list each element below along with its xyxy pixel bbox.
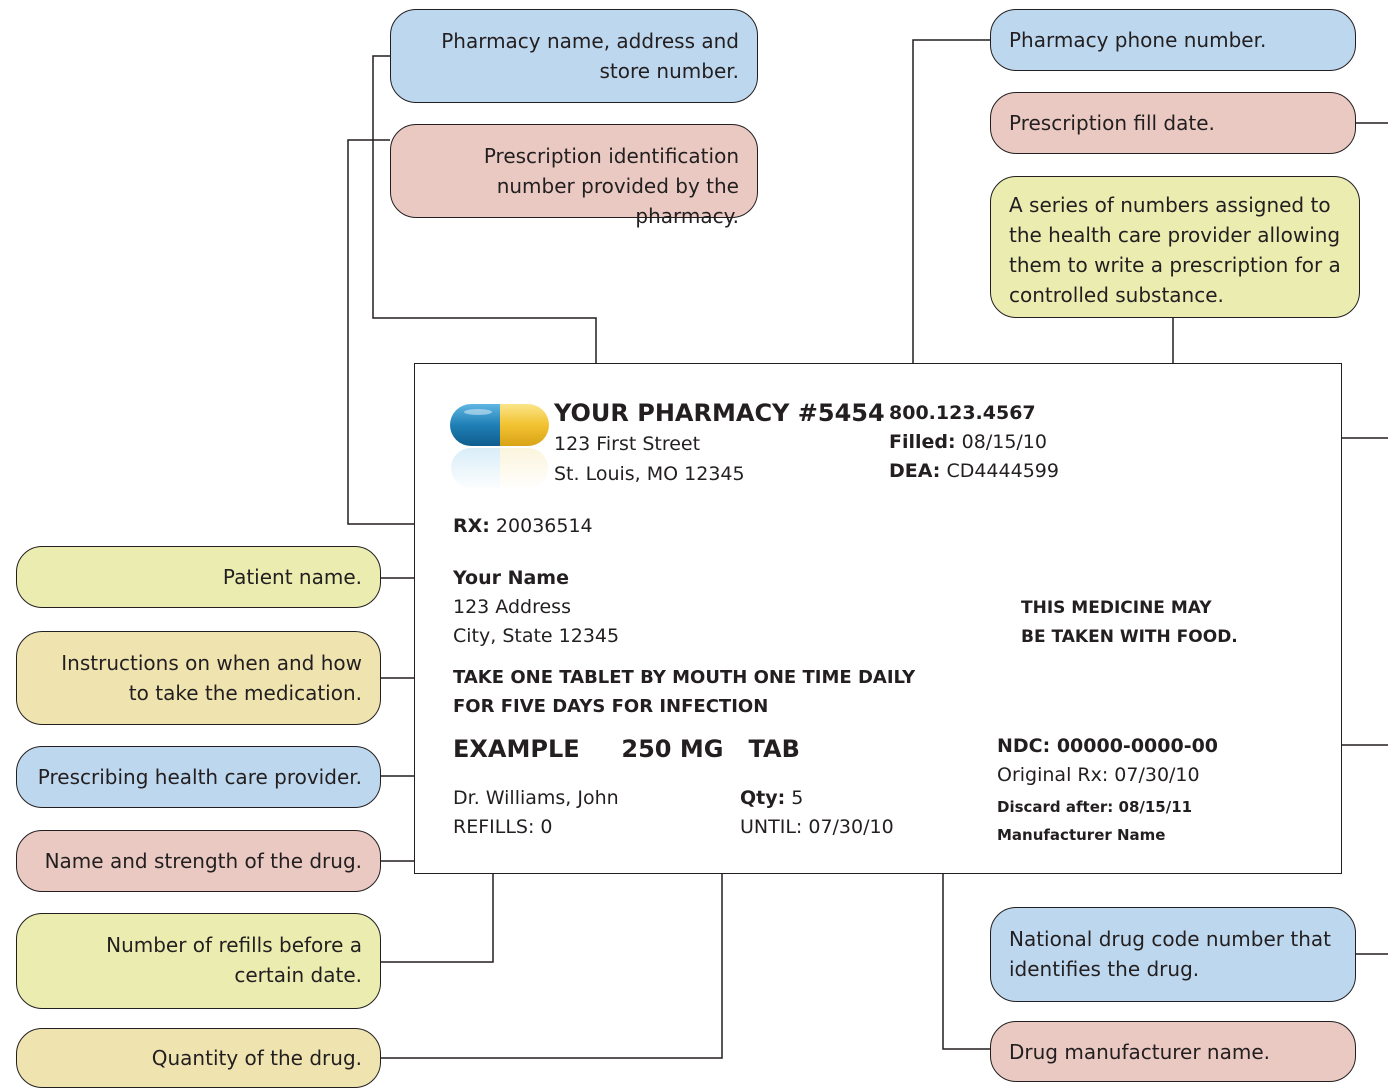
manufacturer-name: Manufacturer Name — [997, 826, 1166, 844]
pharmacy-address-line2: St. Louis, MO 12345 — [554, 463, 745, 485]
callout-pharmacy-name: Pharmacy name, address and store number. — [390, 9, 758, 103]
prescriber-name: Dr. Williams, John — [453, 787, 619, 809]
callout-drug-name: Name and strength of the drug. — [16, 830, 381, 892]
callout-quantity: Quantity of the drug. — [16, 1028, 381, 1088]
food-warning-line2: BE TAKEN WITH FOOD. — [1021, 627, 1238, 647]
filled-date: Filled: 08/15/10 — [889, 431, 1047, 453]
callout-fill-date: Prescription fill date. — [990, 92, 1356, 154]
rx-number: RX: 20036514 — [453, 515, 593, 537]
dea-number: DEA: CD4444599 — [889, 460, 1059, 482]
discard-date: Discard after: 08/15/11 — [997, 798, 1193, 816]
connector-phone — [912, 39, 990, 396]
until-date: UNTIL: 07/30/10 — [740, 816, 894, 838]
callout-ndc: National drug code number that identifie… — [990, 907, 1356, 1002]
instructions-line1: TAKE ONE TABLET BY MOUTH ONE TIME DAILY — [453, 667, 916, 688]
drug-name-strength: EXAMPLE 250 MG TAB — [453, 735, 800, 763]
original-rx-date: Original Rx: 07/30/10 — [997, 764, 1200, 786]
prescription-label — [414, 363, 1342, 874]
callout-refills: Number of refills before a certain date. — [16, 913, 381, 1009]
ndc-number: NDC: 00000-0000-00 — [997, 735, 1219, 757]
callout-patient-name: Patient name. — [16, 546, 381, 608]
connector-refills — [381, 838, 494, 963]
callout-dea: A series of numbers assigned to the heal… — [990, 176, 1360, 318]
pharmacy-address-line1: 123 First Street — [554, 433, 701, 455]
connector-rx-id — [347, 139, 450, 525]
callout-phone: Pharmacy phone number. — [990, 9, 1356, 71]
patient-address-line2: City, State 12345 — [453, 625, 620, 647]
patient-address-line1: 123 Address — [453, 596, 571, 618]
patient-name: Your Name — [453, 567, 569, 589]
callout-rx-id: Prescription identification number provi… — [390, 124, 758, 228]
pharmacy-phone: 800.123.4567 — [889, 402, 1036, 424]
quantity: Qty: 5 — [740, 787, 804, 809]
callout-instructions: Instructions on when and how to take the… — [16, 631, 381, 725]
callout-manufacturer: Drug manufacturer name. — [990, 1021, 1356, 1082]
capsule-icon — [448, 404, 552, 492]
callout-provider: Prescribing health care provider. — [16, 746, 381, 808]
connector-pharmacy-name — [372, 55, 597, 402]
instructions-line2: FOR FIVE DAYS FOR INFECTION — [453, 696, 769, 717]
refills-count: REFILLS: 0 — [453, 816, 553, 838]
food-warning-line1: THIS MEDICINE MAY — [1021, 598, 1212, 618]
pharmacy-name: YOUR PHARMACY #5454 — [554, 399, 885, 427]
